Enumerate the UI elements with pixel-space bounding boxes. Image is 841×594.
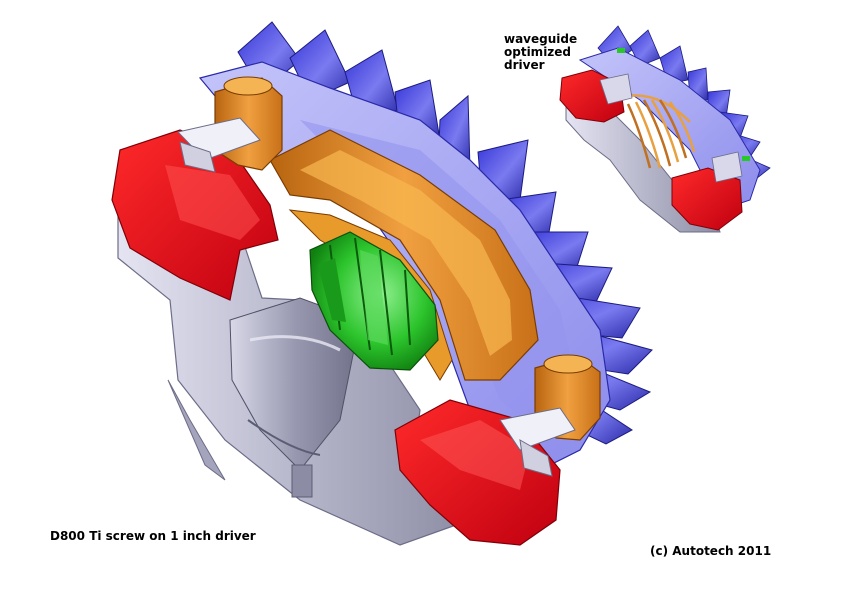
label-line-2: optimized [504, 45, 572, 59]
secondary-coil-strands [626, 94, 696, 169]
screw-terminal-left [177, 76, 283, 173]
secondary-driver-label: waveguide optimized driver [504, 33, 577, 72]
waveguide-throat [229, 297, 361, 471]
secondary-magnet-right [671, 167, 743, 231]
phase-plug [309, 231, 439, 371]
label-line-3: driver [504, 58, 545, 72]
secondary-driver [559, 25, 771, 233]
copyright-notice: (c) Autotech 2011 [650, 544, 772, 558]
label-line-1: waveguide [504, 32, 578, 46]
main-driver [111, 21, 653, 546]
figure-caption: D800 Ti screw on 1 inch driver [50, 529, 256, 543]
screw-terminal-right [499, 354, 601, 477]
